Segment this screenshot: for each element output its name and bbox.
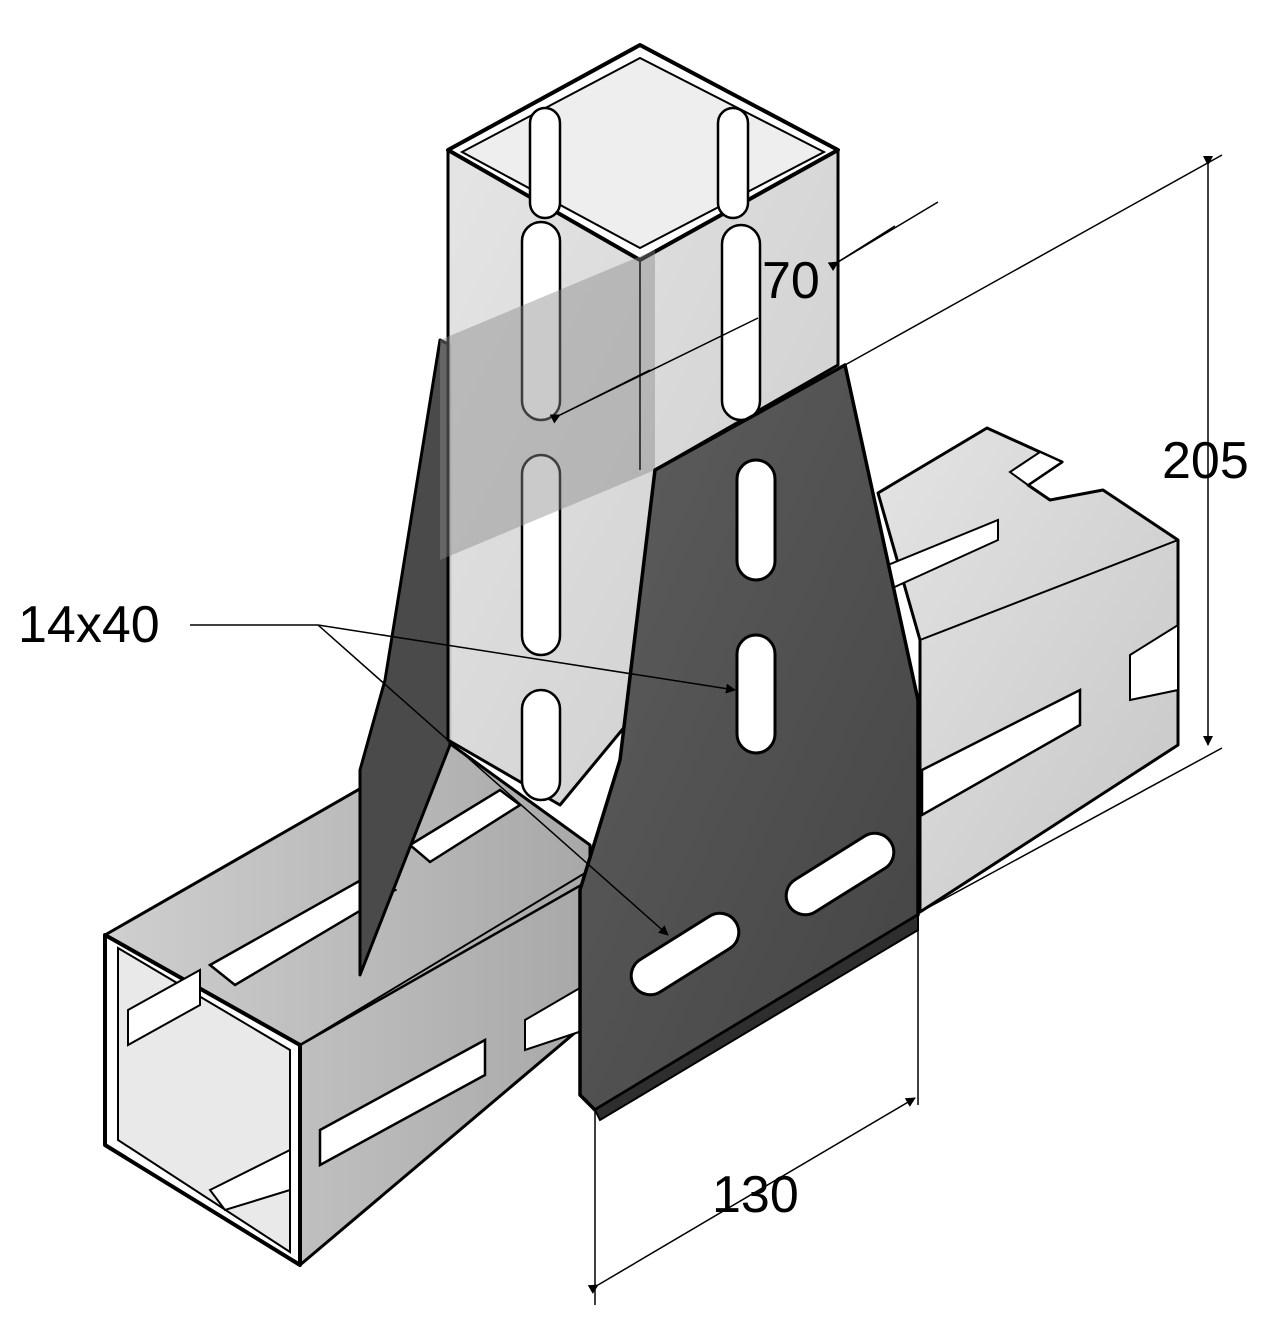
dimension-label-plate-width: 130 (712, 1166, 799, 1224)
plate-slot-lower-left (629, 911, 741, 997)
plate-slot-lower-right (784, 831, 896, 917)
dimension-label-slot-size: 14x40 (18, 596, 160, 654)
horizontal-profile-right (876, 426, 1180, 914)
front-gusset-plate[interactable] (578, 363, 920, 1122)
horizontal-profile-left (103, 738, 592, 1267)
plate-slot-middle (735, 633, 777, 755)
vertical-profile (440, 43, 840, 807)
dimension-label-profile-width: 70 (762, 252, 820, 310)
dimension-label-height: 205 (1162, 432, 1249, 490)
plate-slot-top (735, 458, 777, 582)
dimension-lines (190, 154, 1223, 1305)
